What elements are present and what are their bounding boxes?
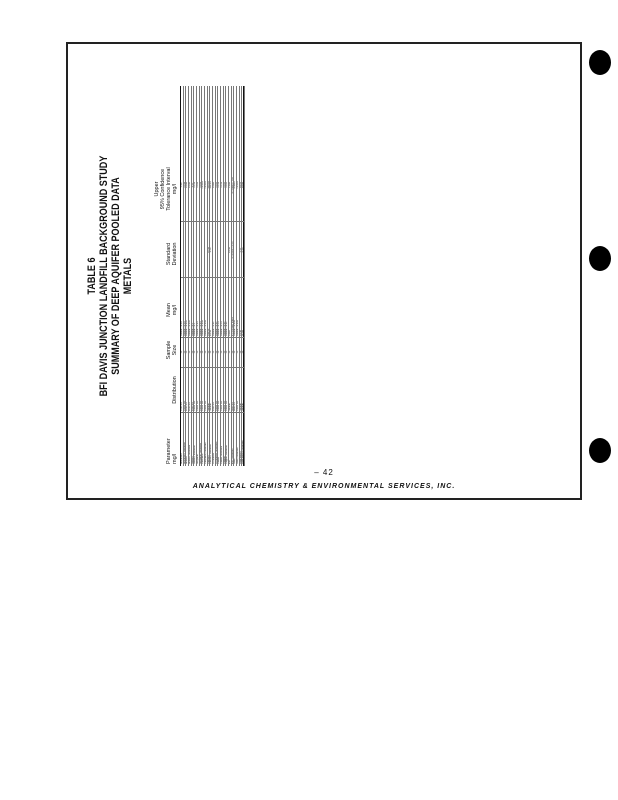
column-divider xyxy=(181,337,245,338)
table-cell-mean: 37.89 xyxy=(242,330,245,336)
table-row: Magnesium, dissolved Normal 14 37.89 4.73 46.… xyxy=(242,86,245,466)
table-cell-upper: 46.63 xyxy=(242,182,245,188)
table-cell-distribution: Normal xyxy=(242,403,245,411)
table-category: METALS xyxy=(122,257,134,295)
column-divider xyxy=(181,277,245,278)
column-divider xyxy=(181,412,245,413)
table-cell-n: 14 xyxy=(242,350,245,354)
binder-hole-bottom xyxy=(589,438,611,463)
header-distribution: Distribution xyxy=(172,376,178,404)
table-cell-parameter: Magnesium, dissolved xyxy=(242,440,245,464)
table-cell-sd: 4.73 xyxy=(242,247,245,253)
binder-hole-middle xyxy=(589,246,611,271)
table-subtitle: SUMMARY OF DEEP AQUIFER POOLED DATA xyxy=(110,177,122,375)
table-number: TABLE 6 xyxy=(86,257,98,295)
firm-name: ANALYTICAL CHEMISTRY & ENVIRONMENTAL SER… xyxy=(192,483,456,490)
binder-hole-top xyxy=(589,50,611,75)
table-header: Parameter mg/l Distribution Sample Size … xyxy=(150,86,178,466)
header-std-dev: Standard Deviation xyxy=(166,242,178,266)
header-mean: Mean mg/l xyxy=(166,303,178,317)
table-titles: TABLE 6 BFI DAVIS JUNCTION LANDFILL BACK… xyxy=(86,86,134,466)
column-divider xyxy=(181,367,245,368)
table-title: BFI DAVIS JUNCTION LANDFILL BACKGROUND S… xyxy=(98,155,110,397)
header-upper-tolerance: Upper 95% Confidence Tolerance Interval … xyxy=(154,167,178,211)
header-parameter: Parameter mg/l xyxy=(166,438,178,464)
rotated-table: TABLE 6 BFI DAVIS JUNCTION LANDFILL BACK… xyxy=(86,86,245,466)
page-number: – 42 xyxy=(314,468,334,477)
page-frame xyxy=(66,42,582,500)
column-divider xyxy=(181,221,245,222)
